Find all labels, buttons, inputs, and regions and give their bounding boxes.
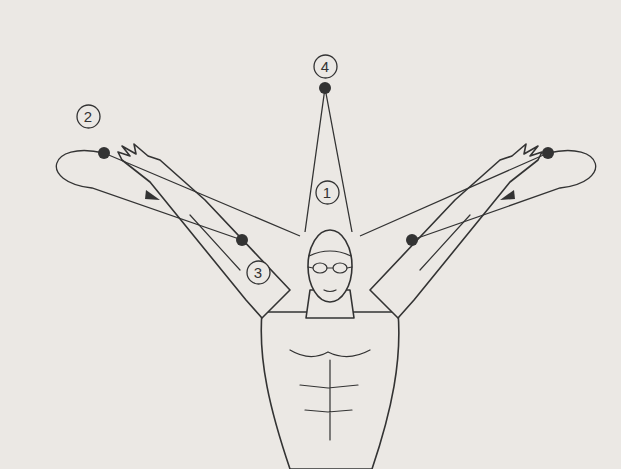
muscle-line xyxy=(300,360,358,440)
callout-circle: 2 xyxy=(76,104,101,129)
callout-circle: 3 xyxy=(246,260,271,285)
stroke-path xyxy=(360,151,596,240)
callout-number: 4 xyxy=(321,59,329,74)
stroke-path xyxy=(56,151,300,240)
arrowhead xyxy=(145,190,160,200)
cap-line xyxy=(309,251,351,256)
head xyxy=(308,230,352,302)
callout-circle: 4 xyxy=(313,54,338,79)
point-dot xyxy=(319,82,331,94)
point-dot xyxy=(406,234,418,246)
callout-number: 3 xyxy=(254,265,262,280)
point-dot xyxy=(236,234,248,246)
point-dot xyxy=(542,147,554,159)
callout-number: 1 xyxy=(323,185,331,200)
torso xyxy=(261,312,399,469)
mouth xyxy=(324,290,336,292)
callout-number: 2 xyxy=(84,109,92,124)
stroke-path xyxy=(305,88,352,232)
point-dot xyxy=(98,147,110,159)
goggle xyxy=(333,263,347,273)
arrowhead xyxy=(500,190,515,200)
callout-circle: 1 xyxy=(315,180,340,205)
goggle-strap xyxy=(308,267,352,268)
goggle xyxy=(313,263,327,273)
muscle-line xyxy=(290,350,370,357)
muscle-line xyxy=(190,215,470,270)
